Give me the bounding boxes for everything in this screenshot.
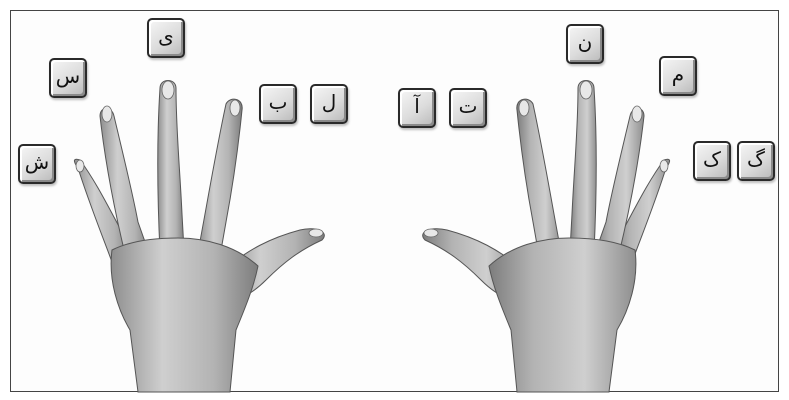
key-ye: ی [147, 18, 185, 58]
key-nun-label: ن [578, 32, 593, 52]
key-mim-label: م [672, 64, 684, 84]
key-kaf-label: ک [703, 149, 721, 169]
key-gaf: گ [737, 141, 775, 181]
key-nun: ن [566, 24, 604, 64]
key-alef-label: آ [414, 96, 420, 116]
key-sin: س [49, 58, 87, 98]
key-shin: ش [18, 144, 56, 184]
key-shin-label: ش [25, 152, 49, 172]
key-ye-label: ی [158, 26, 174, 46]
key-be: ب [259, 84, 297, 124]
key-lam-label: ل [322, 92, 337, 112]
left-hand-icon [74, 81, 324, 393]
key-alef: آ [398, 88, 436, 128]
key-mim: م [659, 56, 697, 96]
key-kaf: ک [693, 141, 731, 181]
key-be-label: ب [269, 92, 288, 112]
key-lam: ل [310, 84, 348, 124]
key-sin-label: س [56, 66, 80, 86]
key-te: ت [449, 88, 487, 128]
key-te-label: ت [459, 96, 478, 116]
key-gaf-label: گ [747, 149, 765, 169]
